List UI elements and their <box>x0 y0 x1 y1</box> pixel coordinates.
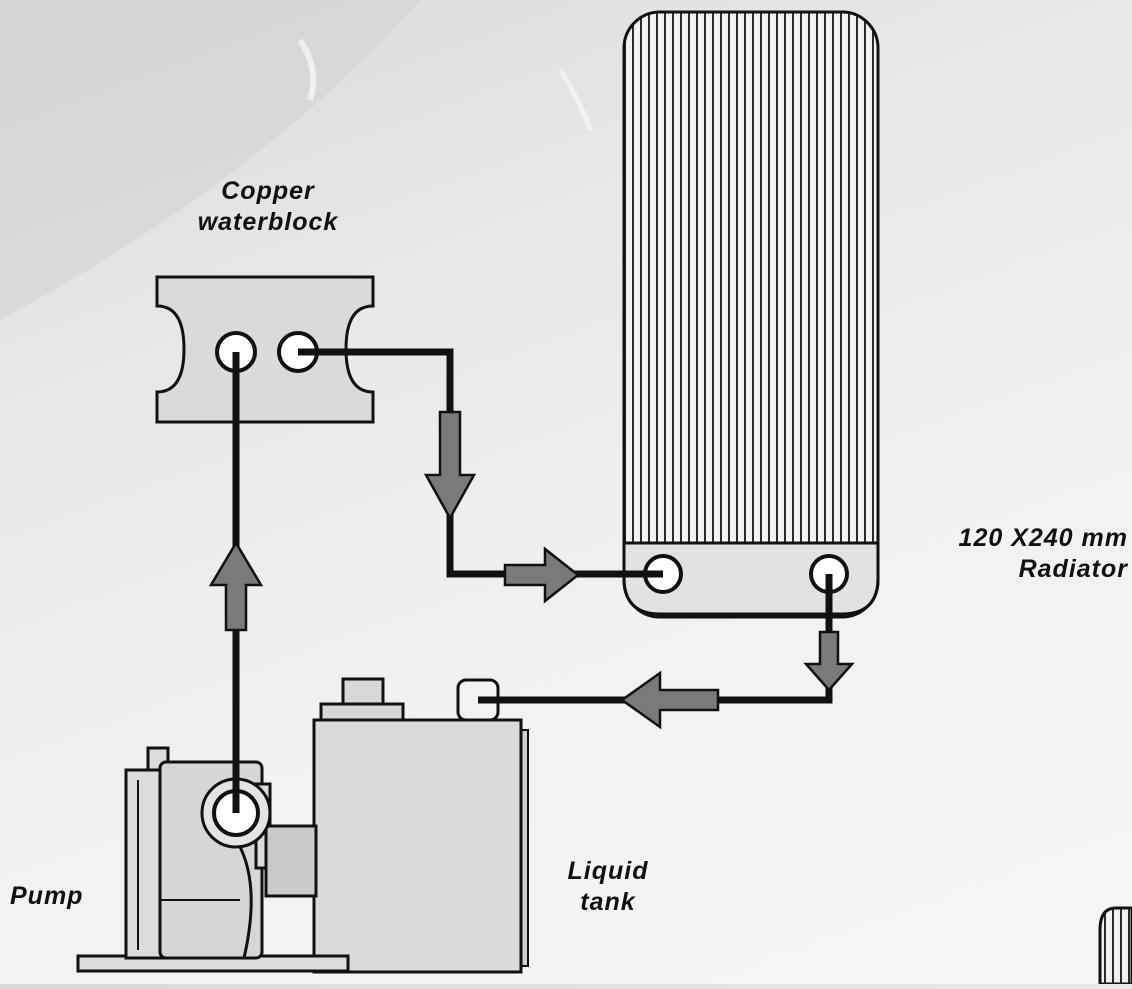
flow-arrows <box>208 410 855 730</box>
partial-radiator-edge <box>1098 906 1132 986</box>
radiator <box>622 10 880 619</box>
copper-waterblock <box>155 275 375 424</box>
flow-arrow-right <box>503 546 581 604</box>
flow-arrow-down-radiator <box>803 630 855 692</box>
label-pump: Pump <box>10 882 84 910</box>
label-liquid-tank: Liquid tank <box>567 857 649 916</box>
liquid-tank <box>312 677 529 974</box>
label-copper-waterblock: Copper waterblock <box>197 177 339 236</box>
radiator-fins <box>622 10 880 619</box>
tube-radiator-to-tank <box>478 574 833 704</box>
pump <box>76 746 350 973</box>
flow-arrow-left <box>619 670 720 730</box>
flow-arrow-down-waterblock <box>423 410 477 521</box>
flow-arrow-up <box>208 540 264 632</box>
label-radiator: 120 X240 mm Radiator <box>958 524 1128 583</box>
background-sheen <box>0 0 593 320</box>
